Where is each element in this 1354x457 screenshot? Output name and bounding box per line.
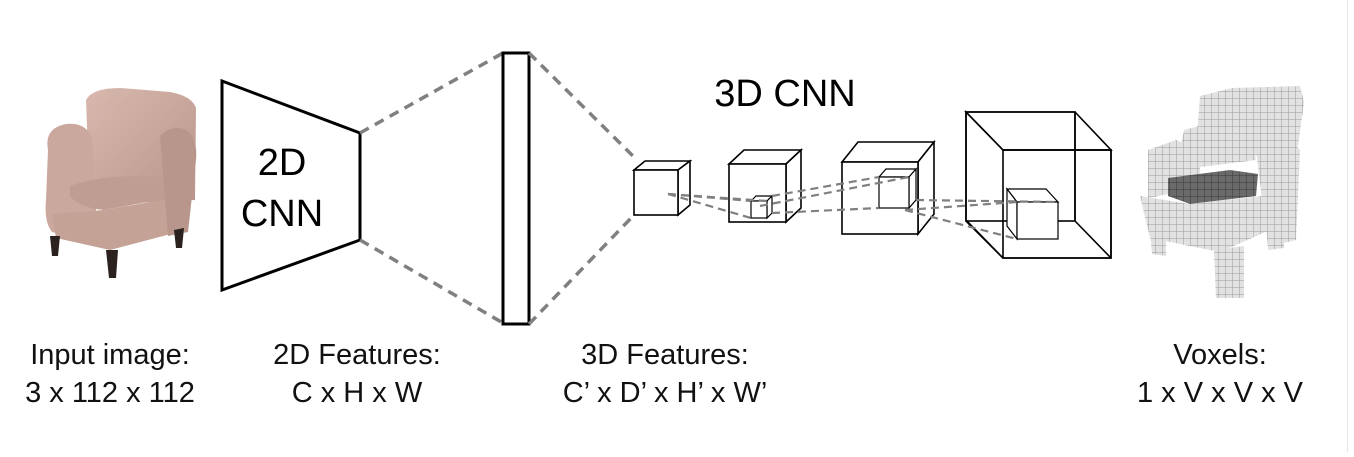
stage-2d-features-shape: C x H x W (291, 377, 423, 409)
stage-3d-features-shape: C’ x D’ x H’ x W’ (562, 377, 768, 409)
volume-cube-1 (631, 159, 693, 217)
volume-cube-3 (840, 139, 936, 237)
right-edge-divider (1347, 0, 1348, 452)
armchair-image-icon (45, 88, 197, 278)
2d-feature-map (501, 51, 531, 326)
3d-cnn-volumes (631, 110, 1113, 259)
receptive-field-dashes (667, 175, 1059, 241)
2d-cnn-encoder (220, 78, 362, 293)
stage-2d-features-name: 2D Features: (273, 339, 441, 371)
stage-3d-features-name: 3D Features: (581, 339, 749, 371)
2d-cnn-label-line2: CNN (240, 193, 324, 235)
2d-cnn-label-line1: 2D (257, 142, 307, 184)
projection-dashes-3d (527, 51, 636, 326)
stage-input-shape: 3 x 112 x 112 (25, 377, 195, 409)
projection-dashes-2d (359, 51, 504, 325)
voxel-chair-icon (1140, 86, 1304, 298)
stage-input-name: Input image: (30, 339, 190, 371)
stage-voxels-shape: 1 x V x V x V (1137, 377, 1303, 409)
volume-cube-4 (964, 110, 1113, 259)
stage-voxels-name: Voxels: (1173, 339, 1267, 371)
3d-cnn-title: 3D CNN (714, 73, 856, 115)
